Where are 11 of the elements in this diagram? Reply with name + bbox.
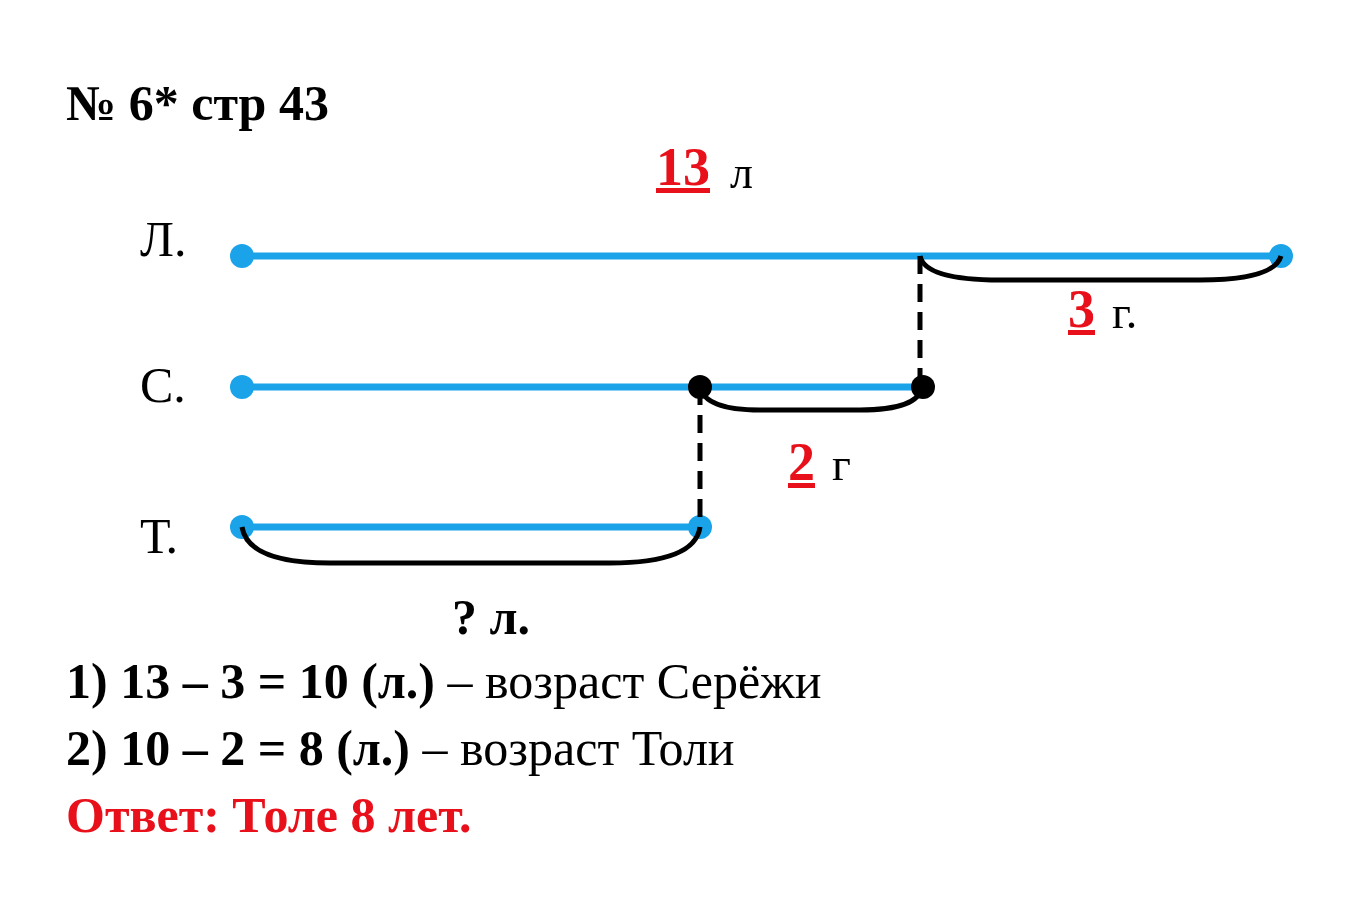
segment-value: 3 (1068, 282, 1095, 336)
segment-value: 2 (788, 435, 815, 489)
question-label: ? л. (452, 592, 531, 642)
segment-value: 13 (656, 140, 710, 194)
row-label: Т. (140, 511, 179, 561)
answer-text: Ответ: Толе 8 лет. (66, 790, 472, 840)
unit-label: г (832, 442, 851, 488)
unit-label: л (730, 150, 753, 196)
unit-label: г. (1112, 290, 1138, 336)
row-label: С. (140, 360, 186, 410)
row-label: Л. (140, 214, 187, 264)
